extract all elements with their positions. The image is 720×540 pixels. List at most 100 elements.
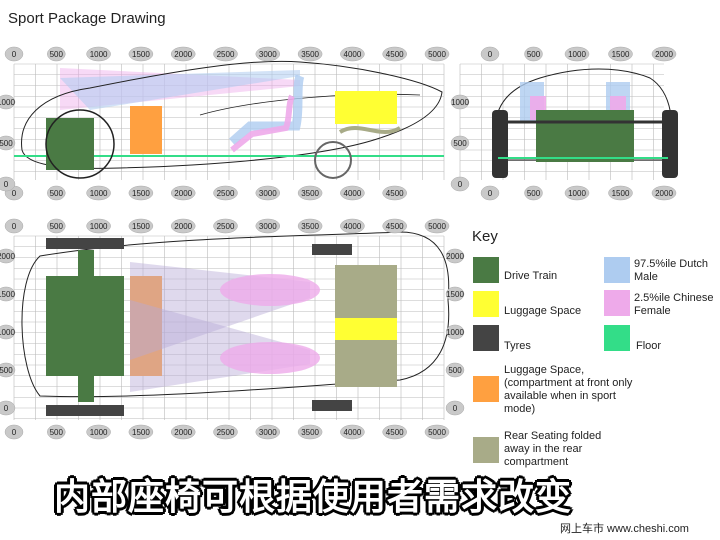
front-x-tick-500-badge xyxy=(524,46,543,62)
side-x-tick-bottom-500: 500 xyxy=(50,189,64,198)
plan-x-tick-bottom-3000: 3000 xyxy=(259,428,277,437)
front-x-tick-bottom-1500: 1500 xyxy=(612,189,630,198)
front-x-tick-bottom-2000-badge xyxy=(651,185,677,201)
side-x-tick-bottom-2000: 2000 xyxy=(174,189,192,198)
plan-x-tick-1500-badge xyxy=(128,218,154,234)
plan-y-tick-right-1000-badge xyxy=(445,324,465,340)
key-swatch-tyres xyxy=(473,325,499,351)
side-y-tick-500: 500 xyxy=(0,139,13,148)
plan-y-tick-left-1000-badge xyxy=(0,324,16,340)
side-x-tick-5000: 5000 xyxy=(428,50,446,59)
plan-y-tick-left-500-badge xyxy=(0,362,16,378)
side-y-tick-0: 0 xyxy=(4,180,9,189)
front-drive-train xyxy=(536,110,634,162)
watermark: 网上车市 www.cheshi.com xyxy=(560,523,689,535)
side-drive-train xyxy=(46,118,94,170)
plan-y-tick-left-1500: 1500 xyxy=(0,290,15,299)
plan-drive-shaft-bottom xyxy=(78,376,94,402)
plan-occupant-upper xyxy=(220,274,320,306)
plan-x-tick-1500: 1500 xyxy=(132,222,150,231)
chinese-caption-banner: 内部座椅可根据使用者需求改变 xyxy=(54,477,573,518)
plan-rear-luggage xyxy=(335,318,397,340)
plan-body-outline xyxy=(21,231,450,398)
plan-x-tick-4500: 4500 xyxy=(386,222,404,231)
front-x-tick-bottom-1500-badge xyxy=(608,185,633,201)
plan-tyre-front-left xyxy=(46,238,124,249)
plan-occupant-lower xyxy=(220,342,320,374)
side-x-tick-4500-badge xyxy=(382,46,407,62)
side-x-tick-2000-badge xyxy=(170,46,196,62)
key-swatch-dutch-male xyxy=(604,257,630,283)
side-x-tick-2500: 2500 xyxy=(217,50,235,59)
side-x-tick-bottom-4000: 4000 xyxy=(344,189,362,198)
front-y-tick-0: 0 xyxy=(458,180,463,189)
side-x-tick-bottom-0: 0 xyxy=(12,189,17,198)
plan-x-tick-bottom-2500-badge xyxy=(213,424,238,440)
plan-x-tick-bottom-5000: 5000 xyxy=(428,428,446,437)
front-x-tick-2000: 2000 xyxy=(655,50,673,59)
front-tyre-right xyxy=(662,110,678,178)
side-x-tick-bottom-3000-badge xyxy=(255,185,281,201)
side-y-tick-500-badge xyxy=(0,135,16,151)
side-eyeline-male xyxy=(60,70,300,110)
side-x-tick-bottom-4500-badge xyxy=(382,185,407,201)
plan-tyre-front-right xyxy=(46,405,124,416)
plan-x-tick-1000: 1000 xyxy=(90,222,108,231)
key-swatch-drive-train xyxy=(473,257,499,283)
side-x-tick-bottom-3000: 3000 xyxy=(259,189,277,198)
plan-x-tick-4000-badge xyxy=(340,218,365,234)
front-x-tick-2000-badge xyxy=(651,46,677,62)
plan-y-tick-right-500-badge xyxy=(445,362,465,378)
plan-y-tick-right-1500: 1500 xyxy=(446,290,464,299)
side-y-tick-1000-badge xyxy=(0,94,16,110)
key-label-drive-train: Drive Train xyxy=(504,270,558,282)
plan-x-tick-bottom-4000-badge xyxy=(340,424,365,440)
side-x-tick-bottom-3500-badge xyxy=(297,185,323,201)
side-x-tick-2000: 2000 xyxy=(174,50,192,59)
side-x-tick-3000: 3000 xyxy=(259,50,277,59)
plan-x-tick-1000-badge xyxy=(86,218,111,234)
side-x-tick-5000-badge xyxy=(424,46,450,62)
key-swatch-chinese-female xyxy=(604,290,630,316)
plan-x-tick-3000: 3000 xyxy=(259,222,277,231)
side-y-tick-0-badge xyxy=(0,176,16,192)
key-label-front-luggage: Luggage Space, (compartment at front onl… xyxy=(504,364,633,415)
key-label-floor: Floor xyxy=(636,340,662,352)
front-x-tick-bottom-2000: 2000 xyxy=(655,189,673,198)
plan-x-tick-bottom-4500: 4500 xyxy=(386,428,404,437)
plan-x-tick-bottom-1000-badge xyxy=(86,424,111,440)
side-x-tick-500-badge xyxy=(47,46,66,62)
side-x-tick-4500: 4500 xyxy=(386,50,404,59)
side-x-tick-1000-badge xyxy=(86,46,111,62)
side-y-tick-1000: 1000 xyxy=(0,98,15,107)
side-front-wheel xyxy=(45,109,115,179)
plan-x-tick-4500-badge xyxy=(382,218,407,234)
plan-y-tick-left-0-badge xyxy=(0,400,16,416)
side-x-tick-bottom-4000-badge xyxy=(340,185,365,201)
plan-x-tick-500-badge xyxy=(47,218,66,234)
plan-drive-shaft-top xyxy=(78,250,94,276)
front-x-tick-0: 0 xyxy=(488,50,493,59)
side-x-tick-2500-badge xyxy=(213,46,238,62)
plan-x-tick-3500-badge xyxy=(297,218,323,234)
plan-y-tick-left-0: 0 xyxy=(4,404,9,413)
plan-tyre-rear-left xyxy=(312,244,352,255)
plan-x-tick-bottom-5000-badge xyxy=(424,424,450,440)
side-x-tick-500: 500 xyxy=(50,50,64,59)
front-x-tick-bottom-500-badge xyxy=(524,185,543,201)
side-x-tick-bottom-3500: 3500 xyxy=(301,189,319,198)
side-female-figure xyxy=(230,94,295,153)
key-label-chinese-female: 2.5%ile Chinese Female xyxy=(634,292,714,317)
plan-drive-train xyxy=(46,276,124,376)
side-x-tick-bottom-1500: 1500 xyxy=(132,189,150,198)
plan-y-tick-right-1000: 1000 xyxy=(446,328,464,337)
key-swatch-luggage-space xyxy=(473,291,499,317)
side-x-tick-bottom-1000-badge xyxy=(86,185,111,201)
plan-y-tick-right-1500-badge xyxy=(445,286,465,302)
side-x-tick-bottom-1000: 1000 xyxy=(90,189,108,198)
side-rear-luggage xyxy=(335,91,397,124)
side-x-tick-bottom-500-badge xyxy=(47,185,66,201)
plan-y-tick-left-2000: 2000 xyxy=(0,252,15,261)
plan-x-tick-bottom-1500: 1500 xyxy=(132,428,150,437)
side-x-tick-bottom-4500: 4500 xyxy=(386,189,404,198)
